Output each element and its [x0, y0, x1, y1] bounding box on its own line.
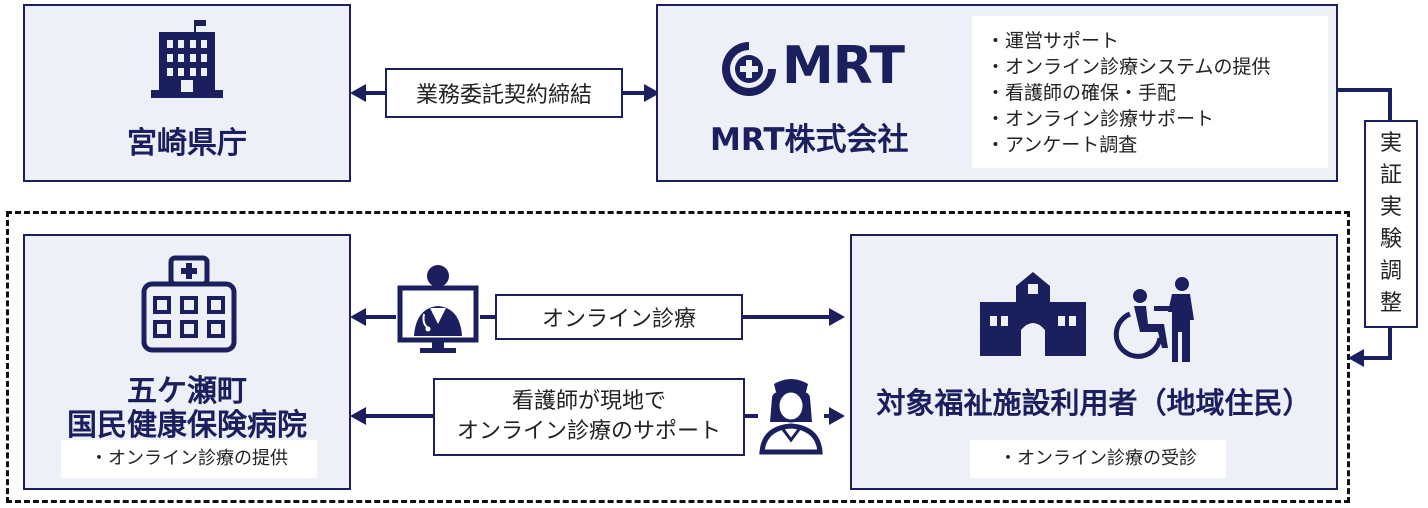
- hospital-icon: [141, 255, 237, 353]
- demonstration-area-frame: [6, 211, 1350, 503]
- hospital-box: 五ケ瀬町 国民健康保険病院 ・オンライン診療の提供: [23, 234, 351, 490]
- online-consultation-label-text: オンライン診療: [541, 307, 696, 332]
- government-building-icon: [151, 20, 223, 98]
- facility-name: 対象福祉施設利用者（地域住民）: [876, 386, 1312, 420]
- contract-label: 業務委託契約締結: [385, 68, 623, 118]
- mrt-logo-text: MRT: [782, 36, 905, 96]
- mrt-services-list: 運営サポート オンライン診療システムの提供 看護師の確保・手配 オンライン診療サ…: [972, 16, 1328, 168]
- prefecture-name: 宮崎県庁: [127, 126, 247, 161]
- hospital-name-line2: 国民健康保険病院: [67, 408, 307, 443]
- prefecture-box: 宮崎県庁: [23, 4, 351, 182]
- facility-box: 対象福祉施設利用者（地域住民） ・オンライン診療の受診: [850, 234, 1338, 490]
- doctor-monitor-icon: [396, 262, 480, 354]
- mrt-service-item: 運営サポート: [990, 28, 1328, 54]
- mrt-service-item: オンライン診療システムの提供: [990, 54, 1328, 80]
- wheelchair-caregiver-icon: [1113, 277, 1194, 362]
- experiment-char: 調: [1379, 259, 1402, 284]
- care-facility-icon: [980, 272, 1086, 356]
- experiment-char: 実: [1379, 195, 1402, 220]
- nurse-support-label: 看護師が現地で オンライン診療のサポート: [433, 378, 745, 456]
- hospital-role: ・オンライン診療の提供: [61, 440, 317, 478]
- experiment-char: 整: [1379, 291, 1402, 316]
- nurse-icon: [758, 374, 824, 455]
- mrt-service-item: オンライン診療サポート: [990, 106, 1328, 132]
- online-consultation-label: オンライン診療: [495, 294, 743, 340]
- hospital-name-line1: 五ケ瀬町: [127, 374, 247, 409]
- mrt-logo-icon: [722, 42, 776, 96]
- experiment-char: 証: [1379, 163, 1402, 188]
- nurse-support-line1: 看護師が現地で: [511, 389, 666, 414]
- experiment-char: 実: [1379, 131, 1402, 156]
- mrt-service-item: アンケート調査: [990, 132, 1328, 158]
- experiment-char: 験: [1379, 227, 1402, 252]
- contract-label-text: 業務委託契約締結: [415, 83, 592, 108]
- mrt-company-name: MRT株式会社: [710, 122, 909, 158]
- experiment-label: 実 証 実 験 調 整: [1364, 120, 1418, 328]
- facility-role: ・オンライン診療の受診: [970, 440, 1226, 478]
- nurse-support-line2: オンライン診療のサポート: [456, 419, 721, 444]
- mrt-service-item: 看護師の確保・手配: [990, 80, 1328, 106]
- mrt-box: MRT MRT株式会社 運営サポート オンライン診療システムの提供 看護師の確保…: [656, 4, 1338, 182]
